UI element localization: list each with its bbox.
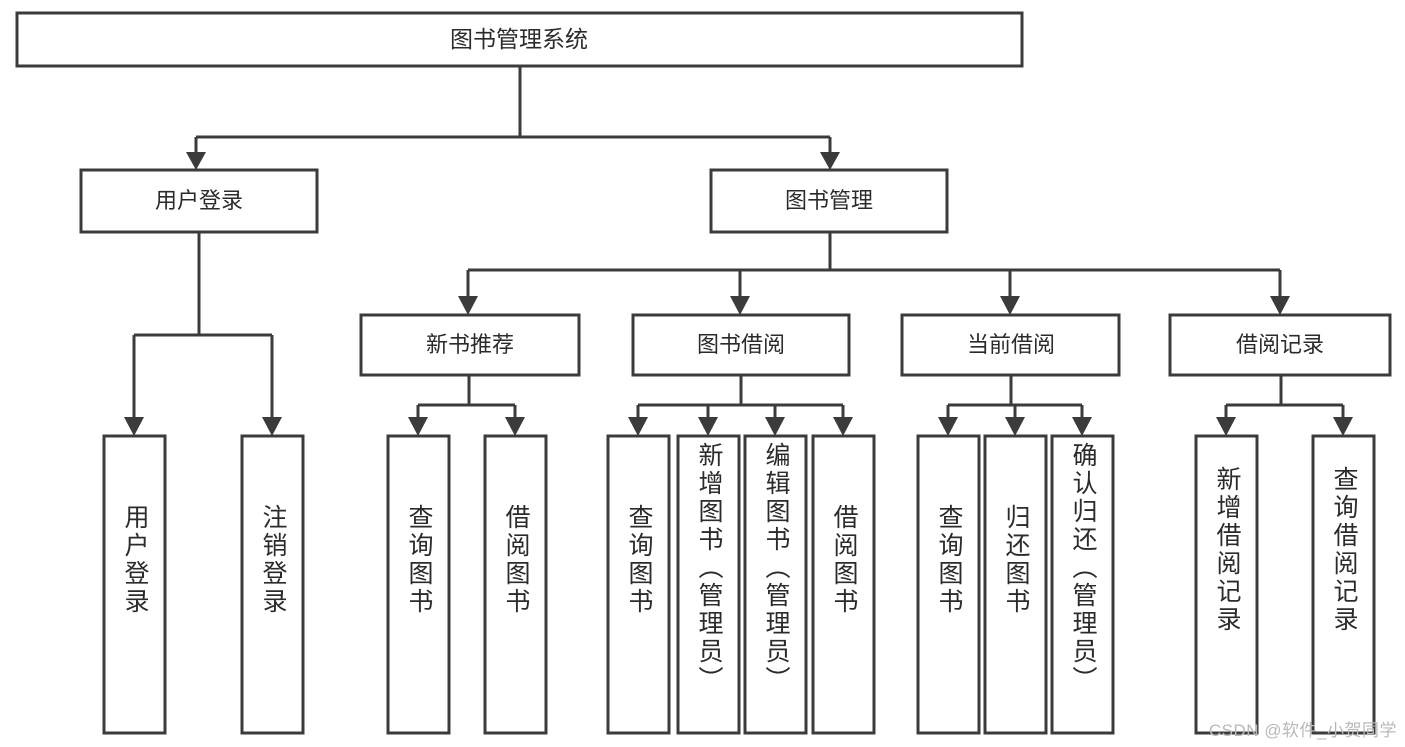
node-book-management-box[interactable] (709, 168, 949, 234)
node-borrow-record-label: 借阅记录 (1236, 332, 1324, 357)
arrowhead-book-borrow (730, 296, 750, 315)
connector-group-book-borrow-leaves (628, 375, 853, 436)
arrowhead-current-borrow (1000, 296, 1020, 315)
arrowhead-currentborrow-leaf-2 (1005, 417, 1025, 436)
arrowhead-bookborrow-leaf-3 (765, 417, 785, 436)
leaf-box-add-borrow-record[interactable] (1194, 434, 1259, 735)
leaf-box-query-borrow-record[interactable] (1311, 434, 1376, 735)
node-current-borrow[interactable]: 当前借阅 (900, 313, 1121, 377)
connector-group-new-book-leaves (408, 375, 525, 436)
leaf-box-edit-book-admin[interactable] (743, 434, 808, 735)
node-book-borrow-label: 图书借阅 (697, 332, 785, 357)
node-new-book-recommend[interactable]: 新书推荐 (359, 313, 581, 377)
watermark-text: CSDN @软件_小贺同学 (1208, 721, 1397, 740)
connector-group-current-borrow-leaves (938, 375, 1092, 436)
arrowhead-borrow-record (1270, 296, 1290, 315)
leaf-box-user-login[interactable] (102, 434, 167, 735)
leaf-box-query-book-1[interactable] (386, 434, 451, 735)
node-root-label: 图书管理系统 (450, 26, 588, 52)
leaf-box-borrow-book-1[interactable] (483, 434, 548, 735)
arrowhead-currentborrow-leaf-3 (1072, 417, 1092, 436)
connector-group-user-login-leaves (124, 232, 282, 436)
node-borrow-record-box[interactable] (1168, 313, 1392, 377)
leaf-box-add-book-admin[interactable] (676, 434, 741, 735)
node-root-box[interactable] (15, 11, 1024, 68)
leaf-boxes-borrow-record (1194, 434, 1376, 735)
node-current-borrow-label: 当前借阅 (967, 332, 1055, 357)
node-book-borrow-box[interactable] (631, 313, 851, 377)
node-user-login-label: 用户登录 (155, 188, 243, 213)
node-book-management-label: 图书管理 (785, 188, 873, 213)
node-book-borrow[interactable]: 图书借阅 (631, 313, 851, 377)
connector-group-borrow-record-leaves (1216, 375, 1353, 436)
connector-group-book-mgmt-to-level3 (458, 232, 1290, 315)
node-user-login-box[interactable] (79, 168, 319, 234)
leaf-box-confirm-return-admin[interactable] (1050, 434, 1115, 735)
arrowhead-bookborrow-leaf-2 (698, 417, 718, 436)
arrowhead-newbook-leaf-2 (505, 417, 525, 436)
arrowhead-newbook-leaf-1 (408, 417, 428, 436)
arrowhead-leaf-logout (262, 417, 282, 436)
connector-group-root-to-level2 (186, 66, 840, 170)
arrowhead-currentborrow-leaf-1 (938, 417, 958, 436)
node-new-book-recommend-box[interactable] (359, 313, 581, 377)
leaf-boxes-book-borrow (606, 434, 876, 735)
arrowhead-user-login (186, 152, 206, 170)
arrowhead-leaf-user-login (124, 417, 144, 436)
node-book-management[interactable]: 图书管理 (709, 168, 949, 234)
node-current-borrow-box[interactable] (900, 313, 1121, 377)
node-borrow-record[interactable]: 借阅记录 (1168, 313, 1392, 377)
arrowhead-borrowrecord-leaf-2 (1333, 417, 1353, 436)
leaf-boxes-new-book-recommend (386, 434, 548, 735)
arrowhead-new-book-recommend (458, 296, 478, 315)
node-new-book-recommend-label: 新书推荐 (426, 332, 514, 357)
node-root-system[interactable]: 图书管理系统 (15, 11, 1024, 68)
leaf-boxes-current-borrow (916, 434, 1115, 735)
leaf-box-query-book-2[interactable] (606, 434, 671, 735)
arrowhead-bookborrow-leaf-1 (628, 417, 648, 436)
leaf-box-query-book-3[interactable] (916, 434, 981, 735)
arrowhead-bookborrow-leaf-4 (833, 417, 853, 436)
arrowhead-book-mgmt (820, 152, 840, 170)
arrowhead-borrowrecord-leaf-1 (1216, 417, 1236, 436)
leaf-box-borrow-book-2[interactable] (811, 434, 876, 735)
leaf-box-return-book[interactable] (983, 434, 1048, 735)
leaf-boxes-user-login (102, 434, 305, 735)
node-user-login[interactable]: 用户登录 (79, 168, 319, 234)
leaf-box-logout[interactable] (240, 434, 305, 735)
